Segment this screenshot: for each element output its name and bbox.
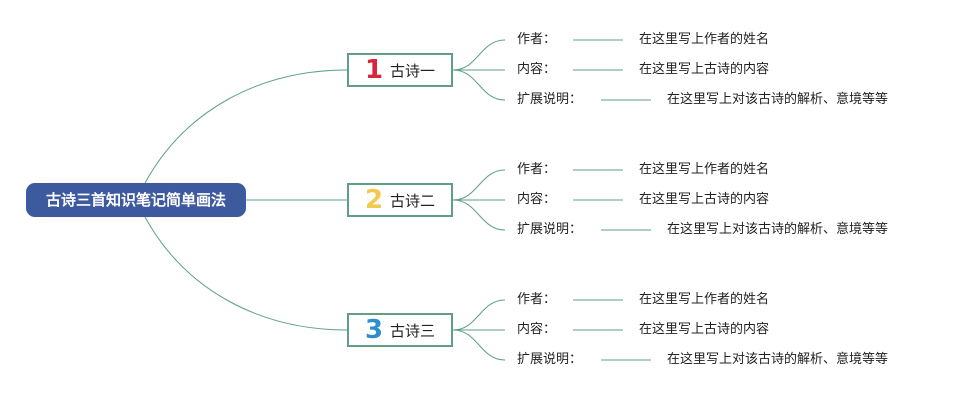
connector-b3-leaf-1 <box>452 299 506 331</box>
leaf-key-author[interactable]: 作者： <box>517 162 557 177</box>
number-3-badge: 3 <box>364 315 384 345</box>
leaf-value-notes[interactable]: 在这里写上对该古诗的解析、意境等等 <box>667 222 889 237</box>
branch-label: 古诗二 <box>390 191 436 210</box>
leaf-key-notes[interactable]: 扩展说明： <box>517 222 583 237</box>
leaf-value-author[interactable]: 在这里写上作者的姓名 <box>639 32 770 47</box>
leaf-key-content[interactable]: 内容： <box>517 322 557 337</box>
branch-node-2[interactable]: 2 古诗二 <box>347 183 453 217</box>
number-2-badge: 2 <box>364 185 384 215</box>
leaf-value-notes[interactable]: 在这里写上对该古诗的解析、意境等等 <box>667 92 889 107</box>
leaf-value-notes[interactable]: 在这里写上对该古诗的解析、意境等等 <box>667 352 889 367</box>
branch-label: 古诗三 <box>390 321 436 340</box>
leaf-value-content[interactable]: 在这里写上古诗的内容 <box>639 322 770 337</box>
leaf-key-author[interactable]: 作者： <box>517 292 557 307</box>
leaf-value-author[interactable]: 在这里写上作者的姓名 <box>639 292 770 307</box>
number-1-badge: 1 <box>364 55 384 85</box>
leaf-key-author[interactable]: 作者： <box>517 32 557 47</box>
leaf-value-content[interactable]: 在这里写上古诗的内容 <box>639 192 770 207</box>
leaf-key-content[interactable]: 内容： <box>517 192 557 207</box>
connector-root-branch-3 <box>144 216 348 331</box>
connector-b3-leaf-3 <box>452 329 506 361</box>
connector-b2-leaf-1 <box>452 169 506 201</box>
connector-b1-leaf-1 <box>452 39 506 71</box>
leaf-key-notes[interactable]: 扩展说明： <box>517 92 583 107</box>
branch-node-1[interactable]: 1 古诗一 <box>347 53 453 87</box>
leaf-key-content[interactable]: 内容： <box>517 62 557 77</box>
root-node[interactable]: 古诗三首知识笔记简单画法 <box>26 183 246 217</box>
connector-root-branch-1 <box>144 69 348 184</box>
connector-b1-leaf-3 <box>452 69 506 101</box>
connector-b2-leaf-3 <box>452 199 506 231</box>
leaf-key-notes[interactable]: 扩展说明： <box>517 352 583 367</box>
leaf-value-author[interactable]: 在这里写上作者的姓名 <box>639 162 770 177</box>
branch-label: 古诗一 <box>390 61 436 80</box>
branch-node-3[interactable]: 3 古诗三 <box>347 313 453 347</box>
leaf-value-content[interactable]: 在这里写上古诗的内容 <box>639 62 770 77</box>
